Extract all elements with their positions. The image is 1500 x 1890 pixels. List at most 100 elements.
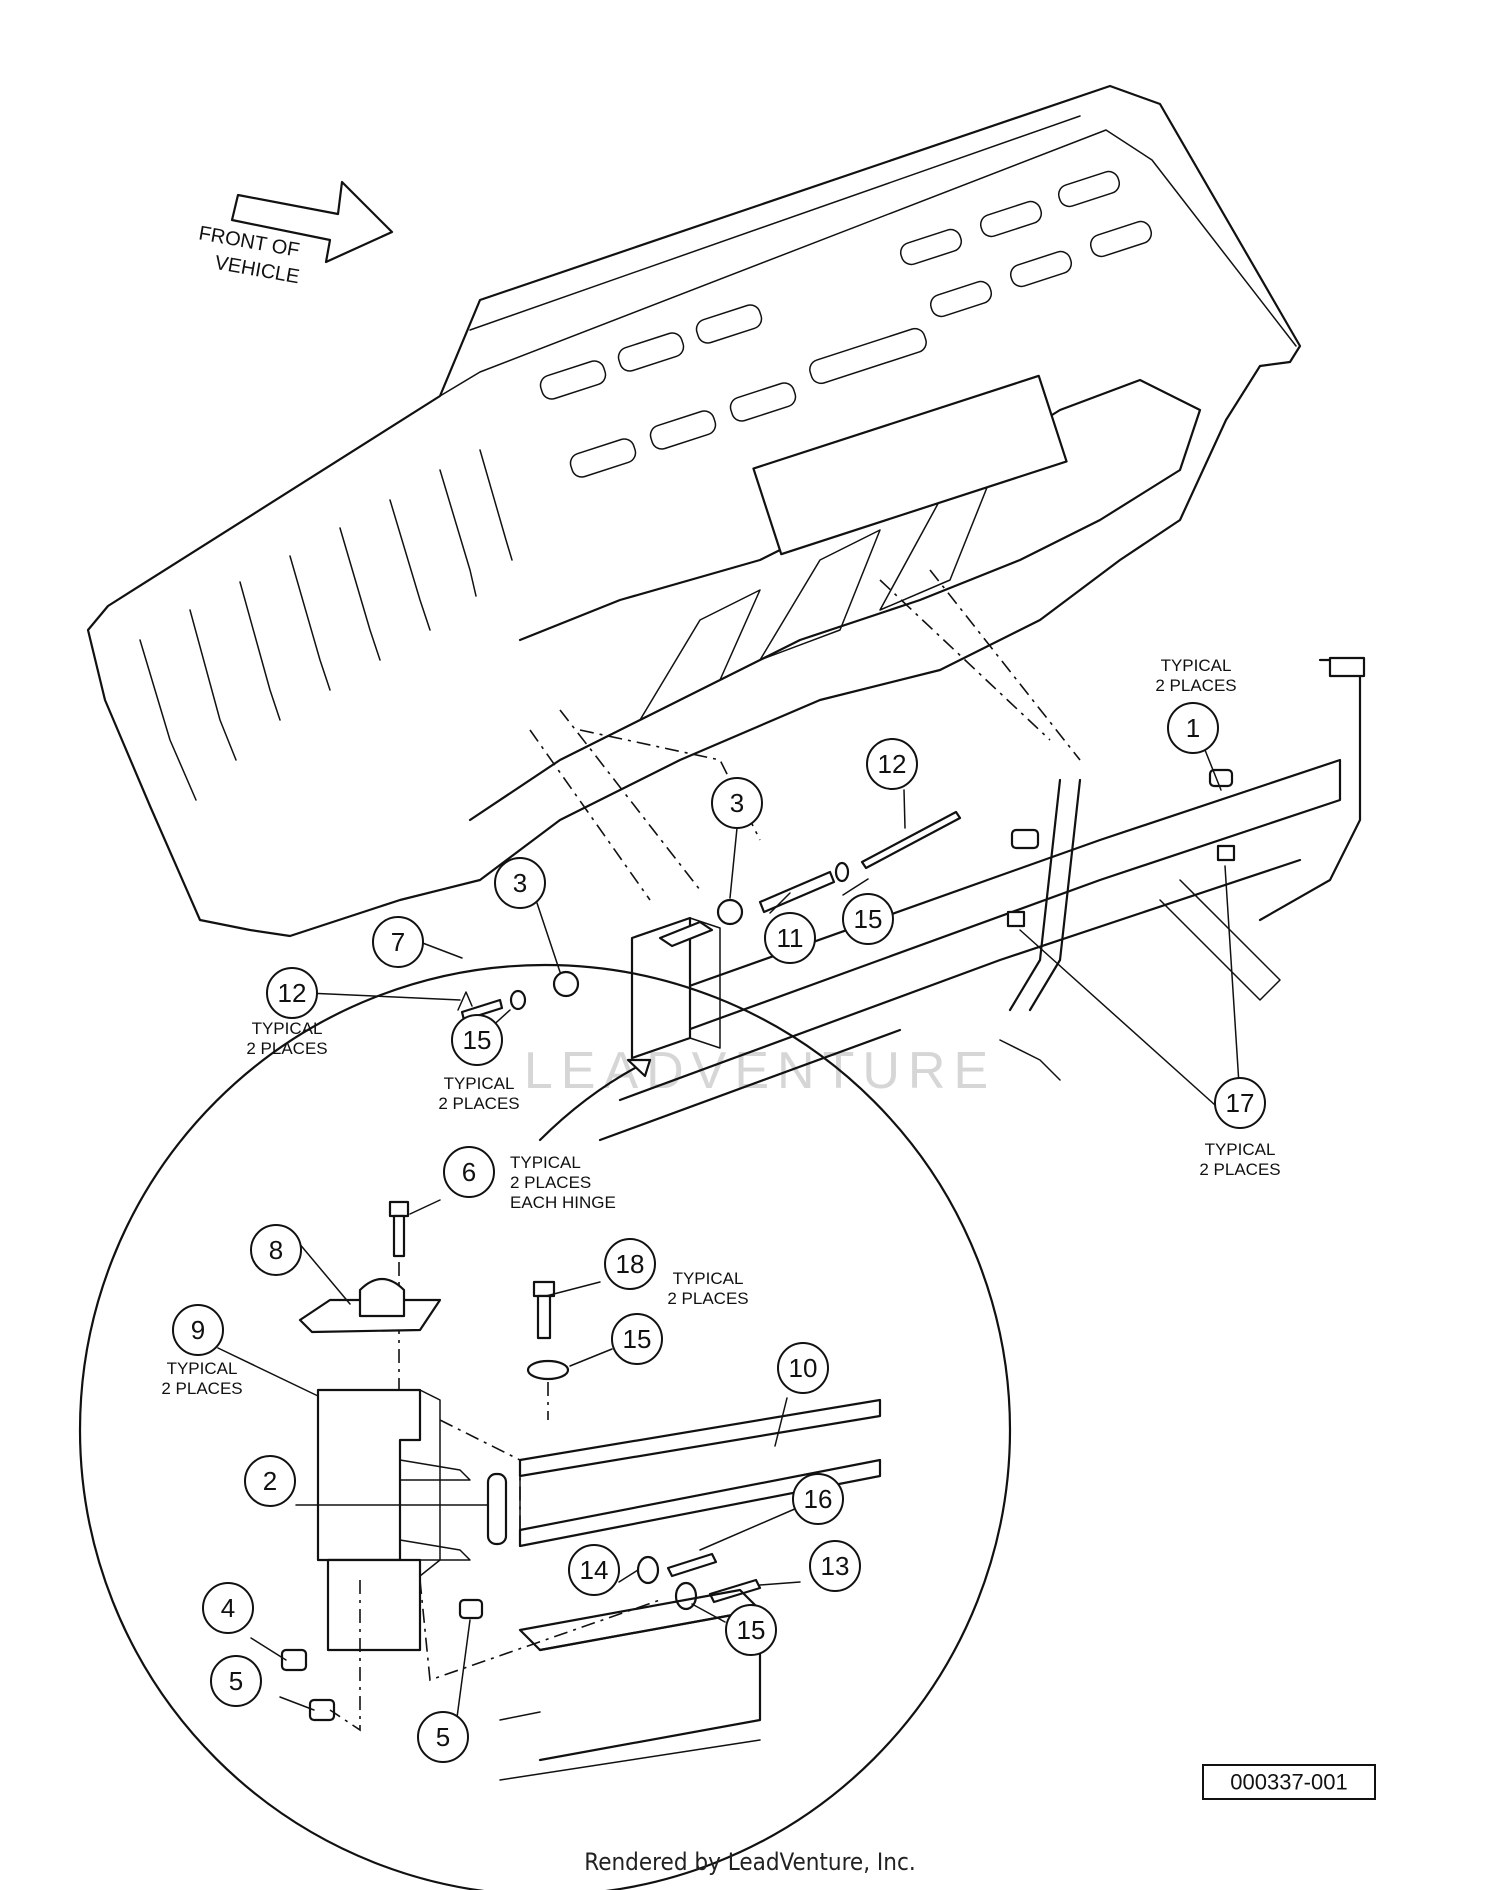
svg-text:12: 12 [278,978,307,1008]
drawing-number: 000337-001 [1230,1770,1347,1795]
bracket-9 [316,1388,471,1652]
bushing-3-lower [552,970,580,998]
bed-latch-plate [752,374,1068,556]
callouts: 1 3 3 7 11 12 12 15 15 17 6 8 9 18 15 10… [172,702,1266,1763]
nut-17-b [1216,844,1236,862]
front-of-vehicle-indicator: FRONT OF VEHICLE [197,180,394,288]
nut-5-left [308,1698,336,1722]
svg-text:2: 2 [263,1466,277,1496]
bed-side-ribs [139,449,513,801]
detail-frame-rail [499,1588,762,1781]
callout-11: 11 [764,912,816,964]
bushing-3-upper [716,898,744,926]
washer-15-detail-top [526,1359,570,1381]
washer-15-detail-right [674,1581,698,1611]
note-1-line1: TYPICAL [1161,656,1232,675]
cargo-bed [86,84,1302,938]
washer-14 [636,1555,660,1585]
note-18-line1: TYPICAL [673,1269,744,1288]
pin-12-upper [860,810,962,870]
callout-8: 8 [250,1224,302,1276]
svg-text:4: 4 [221,1593,235,1623]
nut-17-a [1006,910,1026,928]
note-12-line1: TYPICAL [252,1019,323,1038]
note-6-line2: 2 PLACES [510,1173,591,1192]
rail-10 [518,1398,882,1548]
note-15-line2: 2 PLACES [438,1094,519,1113]
svg-text:3: 3 [513,868,527,898]
svg-text:18: 18 [616,1249,645,1279]
pin-2 [486,1472,508,1546]
nut-5-center [458,1598,484,1620]
nut-4 [280,1648,308,1672]
stanchion-right [1258,658,1362,922]
footer-credit: Rendered by LeadVenture, Inc. [584,1848,916,1876]
sleeve-11 [758,870,836,914]
callout-15-upper: 15 [842,893,894,945]
callout-4: 4 [202,1582,254,1634]
note-9-line1: TYPICAL [167,1359,238,1378]
callout-12-upper: 12 [866,738,918,790]
svg-text:5: 5 [436,1722,450,1752]
svg-text:13: 13 [821,1551,850,1581]
callout-9: 9 [172,1304,224,1356]
svg-text:1: 1 [1186,713,1200,743]
note-17-line2: 2 PLACES [1199,1160,1280,1179]
front-arrow-icon [230,180,394,264]
callout-15-detail-top: 15 [611,1313,663,1365]
svg-text:15: 15 [854,904,883,934]
callout-5-left: 5 [210,1655,262,1707]
washer-15-lower [509,989,527,1011]
note-12-line2: 2 PLACES [246,1039,327,1058]
bed-prop-rod [1008,778,1082,1012]
callout-1: 1 [1167,702,1219,754]
bolt-6 [388,1200,410,1258]
callout-10: 10 [777,1342,829,1394]
bumper-1-b [1208,768,1234,788]
svg-text:15: 15 [623,1324,652,1354]
bolt-16 [666,1552,718,1578]
svg-text:6: 6 [462,1157,476,1187]
note-17-line1: TYPICAL [1205,1140,1276,1159]
bumper-1 [1010,828,1040,850]
hinge-8 [298,1277,442,1334]
callout-6: 6 [443,1146,495,1198]
cotter-pin-7 [457,991,473,1011]
svg-text:5: 5 [229,1666,243,1696]
assembly-lines-upper [529,569,1081,901]
front-label-line1: FRONT OF [197,222,301,261]
note-9-line2: 2 PLACES [161,1379,242,1398]
note-18-line2: 2 PLACES [667,1289,748,1308]
svg-text:16: 16 [804,1484,833,1514]
svg-text:12: 12 [878,749,907,779]
detail-circle [79,964,1011,1890]
svg-text:3: 3 [730,788,744,818]
callout-15-detail-right: 15 [725,1604,777,1656]
callout-5-center: 5 [417,1711,469,1763]
drawing-number-box: 000337-001 [1202,1764,1376,1800]
bolt-18 [532,1280,556,1340]
bed-slots [539,170,1153,478]
note-1-line2: 2 PLACES [1155,676,1236,695]
callout-3-lower: 3 [494,857,546,909]
svg-text:7: 7 [391,927,405,957]
detail-arrow-icon [626,1058,652,1078]
notes: TYPICAL 2 PLACES TYPICAL 2 PLACES TYPICA… [161,656,1280,1398]
note-6-line1: TYPICAL [510,1153,581,1172]
svg-text:9: 9 [191,1315,205,1345]
callout-2: 2 [244,1455,296,1507]
vehicle-frame [598,656,1366,1142]
svg-text:8: 8 [269,1235,283,1265]
callout-17: 17 [1214,1077,1266,1129]
svg-text:10: 10 [789,1353,818,1383]
callout-3-upper: 3 [711,777,763,829]
note-15-line1: TYPICAL [444,1074,515,1093]
leader-lines [217,749,1241,1726]
callout-12-lower: 12 [266,967,318,1019]
callout-16: 16 [792,1473,844,1525]
callout-15-lower: 15 [451,1014,503,1066]
svg-text:15: 15 [463,1025,492,1055]
callout-13: 13 [809,1540,861,1592]
upper-hardware [457,768,1236,1060]
